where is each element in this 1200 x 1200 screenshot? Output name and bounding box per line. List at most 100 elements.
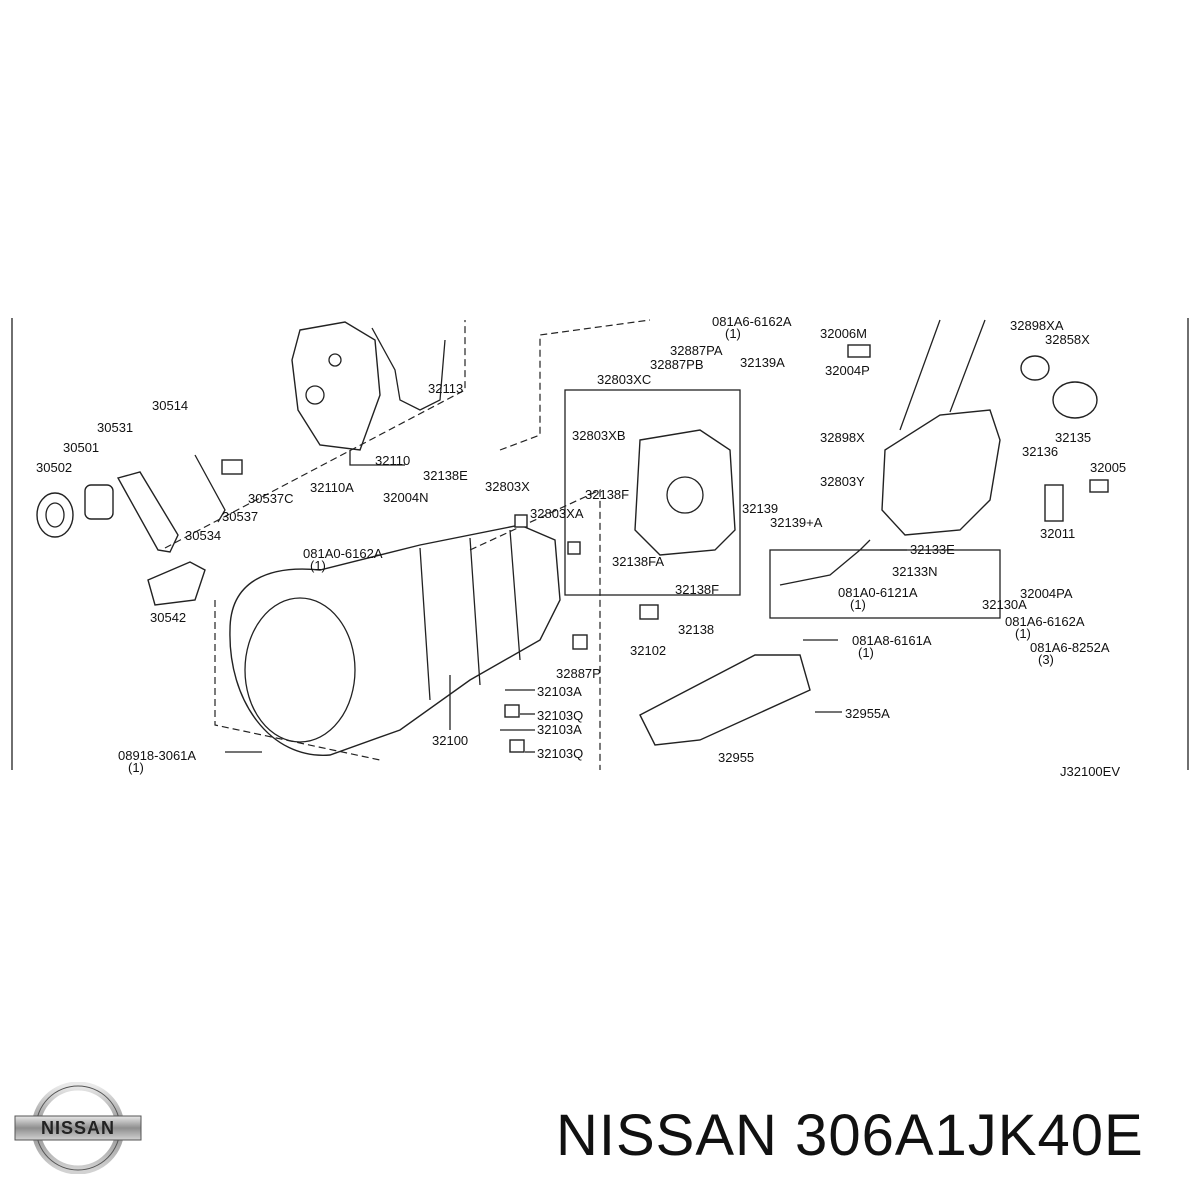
label-32103A: 32103A <box>537 684 582 699</box>
nissan-logo-text: NISSAN <box>41 1118 115 1138</box>
label-32138F: 32138F <box>585 487 629 502</box>
label-32139+A: 32139+A <box>770 515 823 530</box>
label-32138F: 32138F <box>675 582 719 597</box>
label-30514: 30514 <box>152 398 188 413</box>
label-30501: 30501 <box>63 440 99 455</box>
sensor-bracket-32011 <box>1044 484 1064 522</box>
plug-32102 <box>639 604 659 620</box>
adapter-group-box <box>564 389 741 596</box>
label-081A8-6161A: 081A8-6161A <box>852 633 932 648</box>
label-32138FA: 32138FA <box>612 554 664 569</box>
label-32004N: 32004N <box>383 490 429 505</box>
nissan-logo: NISSAN <box>14 1082 142 1174</box>
label-32113: 32113 <box>428 381 463 396</box>
filler-plug-32103Q <box>509 739 525 753</box>
leader-lines <box>225 549 907 753</box>
label-081A6-6162A: 081A6-6162A <box>712 314 792 329</box>
cover-gasket <box>371 327 446 411</box>
label-32133E: 32133E <box>910 542 955 557</box>
label-081A0-6121A: 081A0-6121A <box>838 585 918 600</box>
label-32135: 32135 <box>1055 430 1091 445</box>
bracket-group-box <box>769 549 1001 619</box>
label-qty-1: (1) <box>310 558 326 573</box>
label-32133N: 32133N <box>892 564 938 579</box>
transmission-parts-diagram: 32113 32110 32110A 30514 30531 30501 305… <box>11 314 1189 779</box>
label-32898XA: 32898XA <box>1010 318 1064 333</box>
part-number-title: NISSAN 306A1JK40E <box>556 1103 1144 1168</box>
group-boundary <box>469 489 601 770</box>
diagram-code: J32100EV <box>1060 764 1120 779</box>
spring-30534 <box>194 454 226 523</box>
bracket-32133N <box>779 539 871 586</box>
switch-32005 <box>1089 479 1109 493</box>
label-32803XA: 32803XA <box>530 506 584 521</box>
label-32136: 32136 <box>1022 444 1058 459</box>
label-32110A: 32110A <box>310 480 354 495</box>
label-32803XC: 32803XC <box>597 372 651 387</box>
label-32887PB: 32887PB <box>650 357 704 372</box>
dust-cover-30542 <box>147 561 206 606</box>
label-32102: 32102 <box>630 643 666 658</box>
rear-cover <box>291 321 381 451</box>
pivot-30537 <box>221 459 243 475</box>
label-32887P: 32887P <box>556 666 601 681</box>
label-32011: 32011 <box>1040 526 1075 541</box>
release-bearing-30502 <box>36 492 74 538</box>
label-081A6-6162A: 081A6-6162A <box>1005 614 1085 629</box>
label-08918-3061A: 08918-3061A <box>118 748 196 763</box>
label-32130A: 32130A <box>982 597 1027 612</box>
bearing-sleeve-30501 <box>84 484 114 520</box>
label-32803XB: 32803XB <box>572 428 626 443</box>
label-30502: 30502 <box>36 460 72 475</box>
label-32110: 32110 <box>375 453 410 468</box>
dowel-32887P <box>572 634 588 650</box>
label-qty-1: (1) <box>1015 626 1031 641</box>
label-30542: 30542 <box>150 610 186 625</box>
transmission-main-case <box>229 524 561 756</box>
housing-detail <box>899 319 986 431</box>
part-labels: 32113 32110 32110A 30514 30531 30501 305… <box>36 314 1126 779</box>
bushing-32858X <box>1020 355 1050 381</box>
label-32004P: 32004P <box>825 363 870 378</box>
label-30537: 30537 <box>222 509 258 524</box>
cover-bolt-hole <box>328 353 342 367</box>
adapter-plate <box>634 429 736 556</box>
case-ribs <box>419 529 521 701</box>
drain-plug-32103Q <box>504 704 520 718</box>
group-boundary <box>164 320 466 549</box>
label-qty-1: (1) <box>725 326 741 341</box>
callout-line <box>349 450 405 466</box>
label-32103Q: 32103Q <box>537 746 583 761</box>
oil-seal-32135 <box>1052 381 1098 419</box>
label-32898X: 32898X <box>820 430 865 445</box>
bearing-bore <box>45 502 65 528</box>
group-boundary <box>214 600 381 761</box>
label-32138: 32138 <box>678 622 714 637</box>
label-30537C: 30537C <box>248 491 294 506</box>
label-32103A: 32103A <box>537 722 582 737</box>
label-081A6-8252A: 081A6-8252A <box>1030 640 1110 655</box>
bell-housing-bore <box>244 597 356 743</box>
label-081A0-6162A: 081A0-6162A <box>303 546 383 561</box>
label-qty-1: (1) <box>850 597 866 612</box>
label-32100: 32100 <box>432 733 468 748</box>
label-30534: 30534 <box>185 528 221 543</box>
group-boundary <box>499 319 651 451</box>
adapter-bore <box>666 476 704 514</box>
label-32803Y: 32803Y <box>820 474 865 489</box>
label-32006M: 32006M <box>820 326 867 341</box>
label-32139: 32139 <box>742 501 778 516</box>
label-32955A: 32955A <box>845 706 890 721</box>
extension-housing <box>881 409 1001 536</box>
label-qty-3: (3) <box>1038 652 1054 667</box>
label-qty-1: (1) <box>858 645 874 660</box>
cover-bolt-hole <box>305 385 325 405</box>
withdrawal-lever-30531 <box>116 471 179 553</box>
label-32139A: 32139A <box>740 355 785 370</box>
label-qty-1: (1) <box>128 760 144 775</box>
label-32103Q: 32103Q <box>537 708 583 723</box>
switch-32006M <box>847 344 871 358</box>
dowel-32803XA <box>567 541 581 555</box>
label-32005: 32005 <box>1090 460 1126 475</box>
dowel-32803X <box>514 514 528 528</box>
